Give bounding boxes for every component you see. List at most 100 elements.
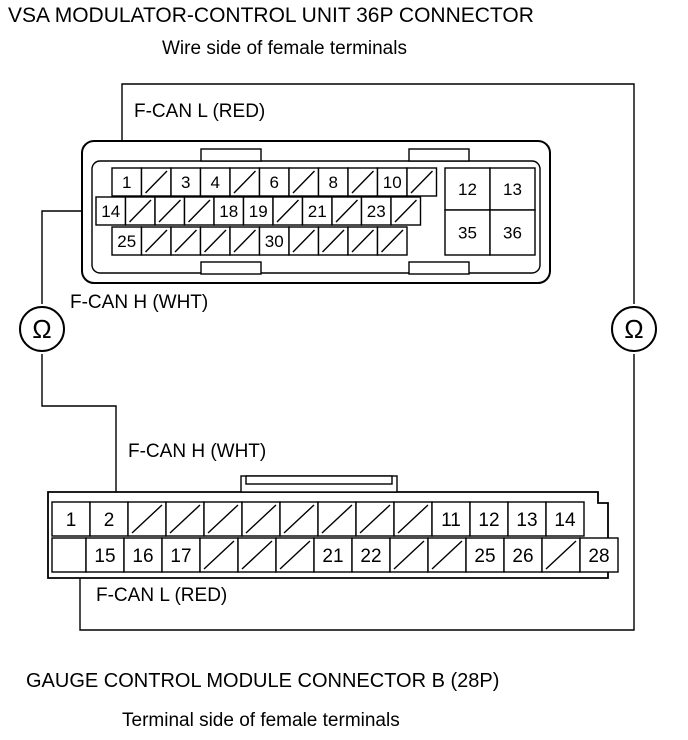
gauge-row1-cell-label: 13 bbox=[516, 510, 537, 531]
gauge-row1-cell-label: 11 bbox=[441, 510, 461, 531]
vsa-lock-tab-bottom-right bbox=[408, 261, 470, 275]
vsa-side-cell-box bbox=[444, 209, 491, 256]
gauge-row2-cell-label: 22 bbox=[360, 546, 381, 567]
wires-layer bbox=[41, 83, 635, 631]
gauge-row1-cell-empty-slash bbox=[359, 504, 391, 534]
vsa-row3-cell-empty-slash bbox=[292, 229, 316, 253]
ohmmeter-right-icon bbox=[611, 306, 657, 352]
vsa-row3-cell-empty-slash bbox=[174, 229, 198, 253]
gauge-row2-cell-label: 21 bbox=[322, 546, 343, 567]
vsa-side-cell-box bbox=[489, 167, 536, 211]
vsa-row1-cell-label: 4 bbox=[211, 173, 220, 192]
vsa-row3-cell-empty-slash bbox=[321, 229, 345, 253]
gauge-row1-cell-empty-slash bbox=[321, 504, 353, 534]
ohmmeter-left-icon bbox=[19, 306, 65, 352]
vsa-f-can-low-label: F-CAN L (RED) bbox=[134, 101, 266, 122]
gauge-row1-cell-empty-slash bbox=[131, 504, 163, 534]
gauge-row2-cell-box bbox=[579, 537, 619, 573]
vsa-row1-cell-label: 1 bbox=[122, 173, 131, 192]
vsa-row3-cell-box bbox=[111, 226, 143, 256]
gauge-row2-cell-label: 15 bbox=[94, 546, 115, 567]
gauge-row2-cell-empty-slash bbox=[203, 540, 235, 570]
vsa-row1-cell-label: 8 bbox=[329, 173, 338, 192]
vsa-housing-inner bbox=[91, 160, 541, 274]
vsa-row2-cell-empty-slash bbox=[394, 199, 418, 223]
gauge-lock-bar-inner bbox=[245, 475, 393, 485]
wire-can-high-bottom bbox=[41, 354, 117, 518]
vsa-row2-cell-empty-slash bbox=[187, 199, 211, 223]
vsa-row1-cell-box bbox=[376, 167, 408, 197]
gauge-row2-cell-label: 28 bbox=[588, 546, 609, 567]
gauge-row2-cell-label: 17 bbox=[170, 546, 191, 567]
vsa-side-cell-box bbox=[444, 167, 491, 211]
vsa-side-cell-label: 36 bbox=[503, 224, 522, 243]
gauge-row1-cell-box bbox=[469, 501, 509, 537]
vsa-row3-cell-label: 30 bbox=[265, 232, 284, 251]
gauge-row1-cell-box bbox=[51, 501, 91, 537]
vsa-row1-cell-box bbox=[111, 167, 143, 197]
gauge-row2-blank-box bbox=[51, 537, 87, 573]
vsa-row3-cell-empty-slash bbox=[203, 229, 227, 253]
gauge-row2-cell-box bbox=[465, 537, 505, 573]
gauge-connector-view-note: Terminal side of female terminals bbox=[122, 710, 400, 731]
gauge-row2-cell-empty-slash bbox=[545, 540, 577, 570]
gauge-row1-cell-label: 1 bbox=[66, 510, 77, 531]
vsa-row2-cell-box bbox=[301, 196, 333, 226]
vsa-row2-cell-label: 18 bbox=[219, 202, 238, 221]
vsa-row3-cell-empty-slash bbox=[144, 229, 168, 253]
vsa-row1-cell-empty-slash bbox=[410, 170, 434, 194]
vsa-row1-cell-empty-slash bbox=[351, 170, 375, 194]
wire-can-low-top bbox=[121, 83, 635, 304]
vsa-lock-tab-top-right bbox=[408, 148, 470, 162]
ohmmeter-left-symbol: Ω bbox=[32, 314, 51, 344]
vsa-side-cell-label: 13 bbox=[503, 180, 522, 199]
vsa-lock-tab-top-left bbox=[200, 148, 262, 162]
gauge-row2-cell-box bbox=[313, 537, 353, 573]
gauge-row1-cell-empty-slash bbox=[397, 504, 429, 534]
vsa-side-cell-box bbox=[489, 209, 536, 256]
vsa-row1-cell-label: 3 bbox=[181, 173, 190, 192]
gauge-row2-cell-empty-slash bbox=[279, 540, 311, 570]
gauge-row2-cell-box bbox=[503, 537, 543, 573]
vsa-row1-cell-label: 6 bbox=[270, 173, 279, 192]
vsa-row1-cell-empty-slash bbox=[233, 170, 257, 194]
gauge-connector-title: GAUGE CONTROL MODULE CONNECTOR B (28P) bbox=[26, 670, 500, 692]
vsa-lock-tab-bottom-left bbox=[200, 261, 262, 275]
vsa-row1-cell-label: 10 bbox=[383, 173, 402, 192]
gauge-row1-cell-empty-slash bbox=[169, 504, 201, 534]
vsa-row2-cell-empty-slash bbox=[128, 199, 152, 223]
ohmmeter-right-symbol: Ω bbox=[624, 314, 643, 344]
vsa-row2-cell-label: 21 bbox=[308, 202, 327, 221]
vsa-row1-cell-box bbox=[199, 167, 231, 197]
gauge-row1-cell-box bbox=[431, 501, 471, 537]
gauge-row1-cell-empty-slash bbox=[207, 504, 239, 534]
gauge-row2-cell-box bbox=[123, 537, 163, 573]
vsa-row2-cell-box bbox=[213, 196, 245, 226]
gauge-row2-cell-empty-slash bbox=[393, 540, 425, 570]
gauge-row2-cell-box bbox=[85, 537, 125, 573]
gauge-row1-cell-label: 12 bbox=[478, 510, 499, 531]
gauge-row2-cell-label: 25 bbox=[474, 546, 495, 567]
wire-can-low-bottom bbox=[79, 354, 635, 631]
vsa-row2-cell-empty-slash bbox=[276, 199, 300, 223]
vsa-row2-cell-label: 23 bbox=[367, 202, 386, 221]
gauge-row2-cell-empty-slash bbox=[241, 540, 273, 570]
gauge-row1-cell-box bbox=[545, 501, 585, 537]
vsa-row2-cell-empty-slash bbox=[158, 199, 182, 223]
vsa-side-cell-label: 12 bbox=[458, 180, 477, 199]
vsa-row2-cell-label: 14 bbox=[101, 202, 120, 221]
gauge-row1-cell-empty-slash bbox=[283, 504, 315, 534]
gauge-row2-cell-box bbox=[351, 537, 391, 573]
vsa-row1-cell-empty-slash bbox=[292, 170, 316, 194]
vsa-row3-cell-label: 25 bbox=[117, 232, 136, 251]
gauge-f-can-high-label: F-CAN H (WHT) bbox=[128, 441, 267, 462]
vsa-row2-cell-empty-slash bbox=[335, 199, 359, 223]
vsa-row3-cell-empty-slash bbox=[233, 229, 257, 253]
vsa-row3-cell-empty-slash bbox=[351, 229, 375, 253]
vsa-connector-title: VSA MODULATOR-CONTROL UNIT 36P CONNECTOR bbox=[8, 4, 534, 27]
gauge-row1-cell-box bbox=[507, 501, 547, 537]
